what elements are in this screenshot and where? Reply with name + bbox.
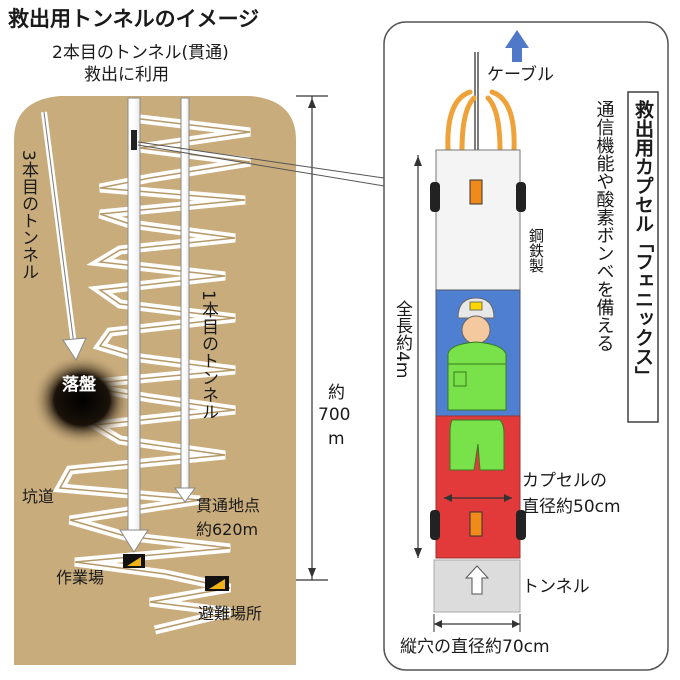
wheel-top-left bbox=[430, 182, 440, 212]
wheel-bottom-left bbox=[430, 510, 440, 540]
bore-diameter-label: 縦穴の直径約70cm bbox=[400, 637, 550, 657]
capsule-description: 通信機能や酸素ボンベを備える bbox=[594, 100, 615, 352]
tunnel1-arrowhead bbox=[174, 487, 196, 503]
depth-label-line3: m bbox=[328, 429, 345, 449]
rockfall-label: 落盤 bbox=[62, 374, 97, 395]
suspension-arch bbox=[445, 89, 517, 153]
rockfall-area bbox=[32, 354, 132, 446]
length-arrow-top bbox=[414, 156, 422, 166]
diagram-title: 救出用トンネルのイメージ bbox=[8, 7, 259, 31]
cable-up-arrow bbox=[505, 30, 529, 62]
depth-label-line2: 700 bbox=[318, 405, 350, 425]
miner-legs bbox=[449, 419, 505, 471]
miner-pocket bbox=[453, 371, 467, 387]
depth-arrow-bottom bbox=[308, 568, 316, 578]
tunnel1-shaft bbox=[180, 97, 190, 494]
miner-face bbox=[461, 315, 491, 345]
tunnel2-label-line2: 救出に利用 bbox=[84, 65, 169, 85]
shelter-marker-fill bbox=[209, 579, 225, 589]
capsule-diameter-line1: カプセルの bbox=[522, 471, 607, 491]
top-window bbox=[469, 179, 483, 205]
workplace-marker-fill bbox=[127, 557, 141, 566]
capsule-diameter-arrow-left bbox=[444, 494, 452, 502]
capsule-diameter-line2: 直径約50cm bbox=[522, 497, 621, 517]
mine-shaft-label: 坑道 bbox=[22, 487, 54, 506]
steel-label: 鋼鉄製 bbox=[527, 228, 545, 273]
tunnel3-outline bbox=[43, 111, 75, 346]
depth-label-line1: 約 bbox=[328, 383, 345, 403]
miner-headlamp bbox=[469, 301, 483, 311]
capsule-diameter-arrow-right bbox=[504, 494, 512, 502]
callout-line-top bbox=[137, 141, 385, 179]
length-arrow-bottom bbox=[414, 548, 422, 558]
total-length-label: 全長約4m bbox=[392, 300, 413, 378]
capsule-title-box bbox=[627, 91, 659, 423]
tunnel2-label-line1: 2本目のトンネル(貫通) bbox=[52, 43, 229, 63]
bore-up-arrow bbox=[464, 565, 490, 595]
tunnel2-shaft bbox=[127, 97, 141, 539]
depth-arrow-top bbox=[308, 98, 316, 108]
breakthrough-label-line1: 貫通地点 bbox=[196, 496, 260, 515]
capsule-marker bbox=[131, 130, 137, 150]
bottom-window bbox=[469, 511, 483, 537]
breakthrough-label-line2: 約620m bbox=[196, 520, 258, 539]
tunnel3-arrowhead bbox=[62, 337, 87, 362]
workplace-label: 作業場 bbox=[56, 568, 104, 587]
callout-line-bottom bbox=[137, 144, 385, 187]
bore-tunnel-label: トンネル bbox=[522, 577, 590, 597]
bore-diameter-arrow-left bbox=[434, 620, 442, 628]
tunnel1-label: 1本目のトンネル bbox=[198, 290, 219, 420]
tunnel3-label: 3本目のトンネル bbox=[18, 150, 39, 280]
wheel-bottom-right bbox=[516, 510, 526, 540]
miner-suit bbox=[447, 341, 507, 411]
capsule-title: 救出用カプセル「フェニックス」 bbox=[632, 99, 654, 385]
shelter-label: 避難場所 bbox=[198, 604, 262, 623]
capsule-panel bbox=[383, 21, 669, 671]
capsule-top-section bbox=[435, 149, 521, 291]
tunnel2-arrowhead bbox=[119, 529, 149, 553]
cable-label: ケーブル bbox=[487, 64, 554, 85]
wheel-top-right bbox=[516, 182, 526, 212]
bore-diameter-arrow-right bbox=[512, 620, 520, 628]
